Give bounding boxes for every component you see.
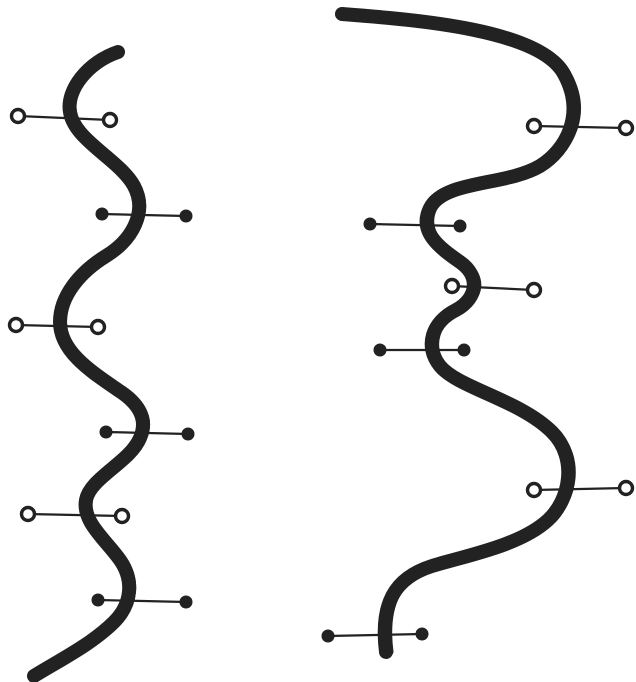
left-open-circle-icon <box>528 484 541 497</box>
marker-bar <box>106 432 188 434</box>
right-strand-marker-2 <box>364 218 467 233</box>
strands-layer <box>34 14 578 676</box>
right-filled-dot-icon <box>180 596 193 609</box>
left-open-circle-icon <box>22 508 35 521</box>
right-strand-marker-1 <box>528 120 633 135</box>
marker-bar <box>534 126 626 128</box>
right-strand <box>342 14 578 652</box>
right-filled-dot-icon <box>458 344 471 357</box>
right-strand-path-1 <box>342 14 573 652</box>
right-open-circle-icon <box>92 321 105 334</box>
left-strand <box>34 52 147 676</box>
right-strand-path-2 <box>347 14 578 652</box>
right-filled-dot-icon <box>454 220 467 233</box>
left-open-circle-icon <box>12 110 25 123</box>
right-open-circle-icon <box>116 510 129 523</box>
right-open-circle-icon <box>620 482 633 495</box>
left-filled-dot-icon <box>364 218 377 231</box>
right-strand-marker-5 <box>528 482 633 497</box>
right-strand-marker-3 <box>446 280 541 297</box>
right-strand-marker-6 <box>322 628 429 643</box>
left-filled-dot-icon <box>96 208 109 221</box>
marker-bar <box>370 224 460 226</box>
marker-bar <box>102 214 186 216</box>
left-open-circle-icon <box>446 280 459 293</box>
left-open-circle-icon <box>528 120 541 133</box>
right-open-circle-icon <box>104 114 117 127</box>
left-open-circle-icon <box>10 319 23 332</box>
left-filled-dot-icon <box>100 426 113 439</box>
marker-bar <box>16 325 98 327</box>
right-open-circle-icon <box>528 284 541 297</box>
right-filled-dot-icon <box>416 628 429 641</box>
left-strand-marker-5 <box>22 508 129 523</box>
right-filled-dot-icon <box>180 210 193 223</box>
marker-bar <box>98 600 186 602</box>
right-open-circle-icon <box>620 122 633 135</box>
right-strand-markers <box>322 120 633 643</box>
left-strand-marker-6 <box>92 594 193 609</box>
marker-bar <box>328 634 422 636</box>
marker-bar <box>28 514 122 516</box>
left-filled-dot-icon <box>92 594 105 607</box>
marker-bar <box>534 488 626 490</box>
right-strand-marker-4 <box>374 344 471 357</box>
left-filled-dot-icon <box>374 344 387 357</box>
marker-bar <box>452 286 534 290</box>
right-filled-dot-icon <box>182 428 195 441</box>
left-filled-dot-icon <box>322 630 335 643</box>
